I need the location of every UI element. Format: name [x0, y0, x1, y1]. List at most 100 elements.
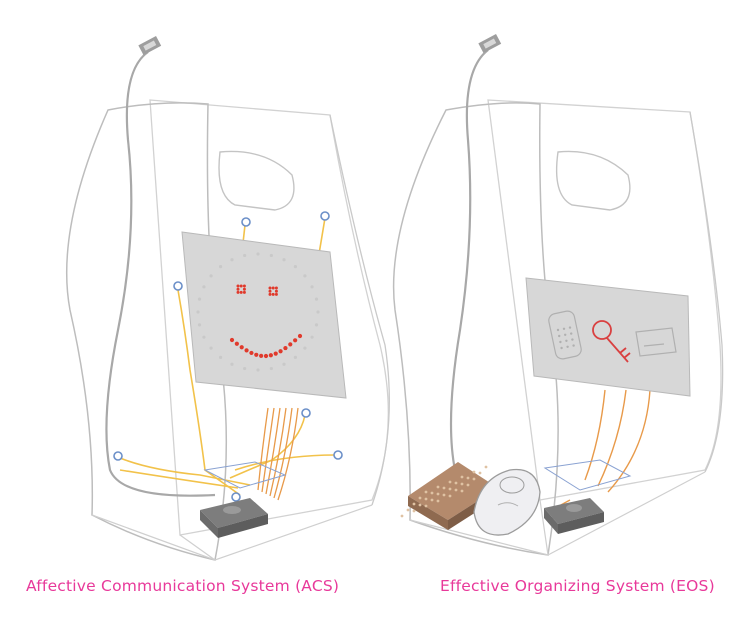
outline-dot [303, 346, 307, 350]
wallet-pattern-dot [436, 499, 440, 503]
wallet-pattern-dot [460, 475, 464, 479]
eye-led [239, 284, 243, 288]
wallet-pattern-dot [454, 481, 458, 485]
wallet-pattern-dot [484, 465, 488, 469]
wallet-pattern-dot [472, 470, 476, 474]
wallet-pattern-dot [472, 477, 476, 481]
eye-led [242, 287, 246, 291]
card-icon [635, 327, 677, 357]
circuit-board [203, 461, 287, 489]
wallet-pattern-dot [466, 476, 470, 480]
mouth-led [288, 342, 293, 347]
outline-dot [310, 285, 314, 289]
usb-cable [449, 49, 541, 495]
outline-dot [230, 258, 234, 262]
mouth-led [239, 345, 244, 350]
wallet-pattern-dot [442, 493, 446, 497]
wallet-pattern-dot [418, 496, 422, 500]
wallet-pattern-dot [448, 494, 452, 498]
bag-side-outline [689, 111, 724, 473]
mouth-led [234, 341, 239, 346]
mouth-led [263, 353, 269, 359]
bag-bottom-outline [91, 504, 373, 561]
mouth-led [254, 352, 259, 357]
eos-caption: Effective Organizing System (EOS) [440, 577, 715, 595]
wallet-pattern-dot [448, 480, 452, 484]
mouth-led [229, 337, 235, 343]
wallet-pattern-dot [478, 471, 482, 475]
eye-led [274, 286, 278, 290]
phone-key [558, 334, 561, 338]
mouth-led [268, 353, 273, 358]
wallet-pattern-dot [436, 492, 440, 496]
phone-key [564, 333, 567, 336]
eye-led [274, 289, 278, 293]
wallet-pattern-dot [430, 491, 434, 495]
phone-key [556, 328, 560, 332]
mobile-device [473, 468, 541, 536]
eye-led [268, 286, 272, 290]
outline-dot [202, 285, 206, 289]
outline-dot [314, 297, 319, 301]
eos-bag [392, 34, 724, 556]
usb-connector [138, 36, 162, 56]
wallet-pattern-dot [400, 514, 404, 518]
wallet-pattern-dot [466, 483, 470, 487]
bag-handle [555, 150, 631, 211]
wallet-pattern-dot [424, 490, 428, 494]
eye-led [242, 290, 246, 294]
acs-caption: Affective Communication System (ACS) [26, 577, 340, 595]
outline-dot [218, 355, 223, 359]
mouth-led [273, 351, 278, 356]
eye-led [242, 284, 246, 288]
outline-dot [202, 335, 206, 339]
wallet-pattern-dot [412, 502, 416, 506]
wallet-pattern-dot [424, 497, 428, 501]
outline-dot [218, 265, 223, 269]
mouth-led [244, 348, 249, 353]
outline-dot [293, 265, 298, 269]
mouth-led [283, 345, 288, 351]
phone-key [571, 338, 574, 341]
eye-led [236, 290, 240, 294]
ribbon-cable [257, 407, 299, 501]
outline-dot [310, 335, 314, 339]
usb-cable [105, 51, 216, 497]
wallet-pattern-dot [448, 487, 452, 491]
outline-dot [303, 274, 307, 278]
outline-dot [269, 366, 273, 371]
wallet-pattern-dot [442, 486, 446, 490]
wallet-pattern-dot [436, 485, 440, 489]
phone-key [570, 332, 573, 335]
mouth-led [259, 353, 264, 358]
wallet-pattern-dot [406, 508, 410, 512]
wallet-pattern-dot [460, 482, 464, 486]
eye-led [271, 286, 275, 290]
bag-bottom-outline [409, 471, 706, 556]
outline-dot [243, 366, 247, 371]
outline-dot [256, 368, 260, 372]
outline-dot [314, 323, 319, 327]
outline-dot [282, 362, 286, 366]
outline-dot [209, 274, 213, 278]
outline-dot [197, 297, 202, 301]
wallet-pattern-dot [460, 489, 464, 493]
outline-dot [196, 310, 200, 314]
phone-key [565, 339, 568, 342]
acs-bag [65, 36, 390, 561]
outline-dot [282, 258, 286, 262]
mouth-led [249, 350, 254, 356]
mouth-led [293, 338, 298, 343]
phone-key [560, 346, 563, 350]
eye-led [268, 289, 272, 293]
controller-box [200, 498, 268, 538]
bag-handle [218, 150, 295, 211]
phone-key [572, 344, 575, 347]
sensor-wires [547, 389, 651, 513]
key-icon [592, 320, 631, 363]
mouth-led [278, 349, 283, 354]
wallet-pattern-dot [412, 509, 416, 513]
phone-icon [548, 310, 582, 360]
